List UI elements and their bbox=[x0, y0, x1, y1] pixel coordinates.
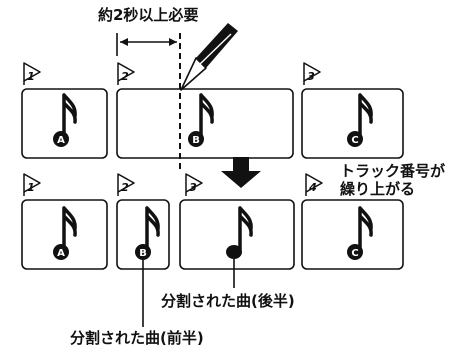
top-track-3: 3 C bbox=[301, 62, 404, 159]
track-number: 3 bbox=[189, 181, 197, 194]
track-number: 1 bbox=[27, 70, 35, 83]
duration-arrow bbox=[120, 38, 177, 46]
down-arrow-icon bbox=[221, 157, 261, 188]
track-number: 1 bbox=[27, 181, 35, 194]
callout-second-half: 分割された曲(後半) bbox=[161, 292, 295, 310]
callout-first-half: 分割された曲(前半) bbox=[70, 329, 204, 347]
track-number: 4 bbox=[308, 181, 317, 194]
top-track-2: 2 B bbox=[116, 62, 294, 159]
renumber-note-line-2: 繰り上がる bbox=[340, 180, 416, 198]
song-letter: B bbox=[139, 248, 147, 259]
bottom-track-3: 3 bbox=[179, 173, 295, 270]
scissors-knife-icon bbox=[180, 23, 238, 91]
song-letter: B bbox=[192, 135, 200, 146]
bottom-track-2: 2 B bbox=[116, 173, 170, 270]
track-number: 3 bbox=[307, 70, 315, 83]
song-letter: C bbox=[351, 248, 358, 259]
renumber-note-line-1: トラック番号が bbox=[340, 162, 446, 180]
song-letter: A bbox=[57, 135, 65, 146]
bottom-track-1: 1 A bbox=[21, 173, 108, 270]
track-number: 2 bbox=[121, 70, 129, 83]
song-letter: A bbox=[57, 248, 65, 259]
bottom-track-4: 4 C bbox=[301, 173, 404, 270]
min-duration-label: 約2秒以上必要 bbox=[98, 6, 199, 24]
top-track-1: 1 A bbox=[21, 62, 108, 159]
song-letter: C bbox=[351, 135, 358, 146]
track-number: 2 bbox=[121, 181, 129, 194]
